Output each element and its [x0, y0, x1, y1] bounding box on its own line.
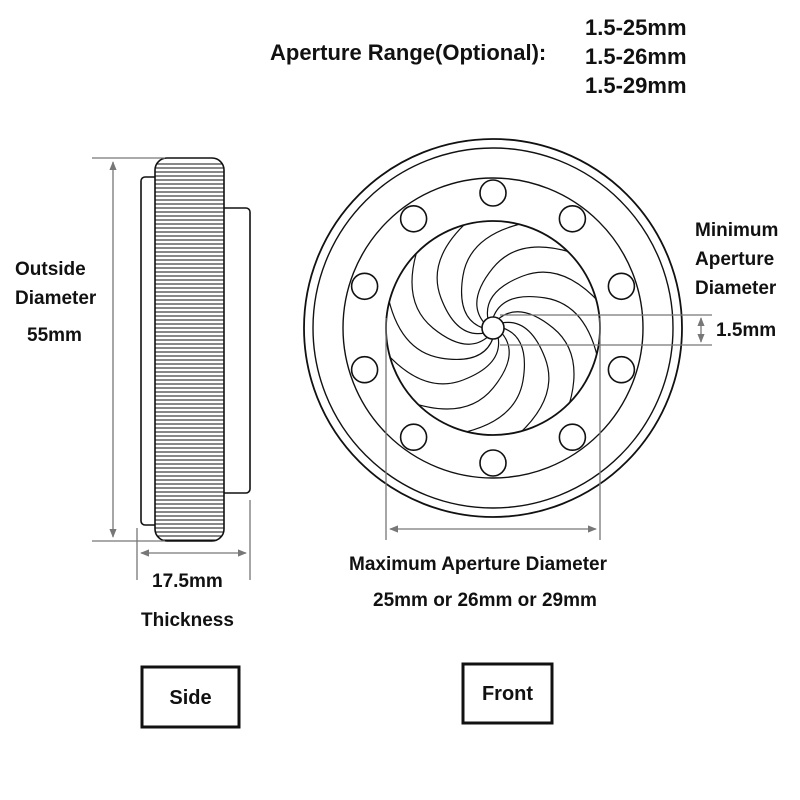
min-aperture-label-line3: Diameter: [695, 278, 777, 299]
mounting-holes: [350, 179, 636, 477]
iris-blade: [486, 271, 600, 320]
iris-blade: [492, 295, 600, 365]
mounting-hole: [558, 205, 587, 233]
thickness-dimension: [136, 500, 251, 580]
iris-blade: [386, 336, 500, 385]
aperture-range-label: Aperture Range(Optional):: [270, 40, 547, 65]
max-aperture-value: 25mm or 26mm or 29mm: [373, 590, 597, 611]
iris-blade: [436, 221, 485, 335]
iris-blade: [386, 291, 494, 361]
min-aperture-label-line2: Aperture: [695, 249, 775, 270]
max-aperture-dimension: [385, 318, 601, 540]
mounting-hole: [479, 179, 507, 207]
front-caption-box: [461, 662, 554, 725]
mounting-hole: [558, 423, 587, 452]
thickness-value: 17.5mm: [152, 571, 223, 592]
iris-blade: [456, 327, 526, 435]
side-view-drawing: [140, 157, 251, 542]
mounting-hole: [399, 423, 428, 452]
iris-blade: [460, 221, 530, 329]
knurled-ring: [154, 157, 225, 542]
aperture-opening: [481, 316, 505, 340]
aperture-range-option-1: 1.5-25mm: [585, 15, 687, 40]
side-caption: Side: [169, 687, 212, 709]
aperture-range-option-3: 1.5-29mm: [585, 73, 687, 98]
iris-blade: [408, 332, 510, 410]
max-aperture-label: Maximum Aperture Diameter: [349, 554, 607, 575]
outside-diameter-label-line2: Diameter: [15, 288, 97, 309]
thickness-label: Thickness: [141, 610, 234, 631]
iris-blades: [386, 221, 600, 435]
front-caption: Front: [481, 683, 534, 705]
mounting-hole: [350, 355, 379, 384]
iris-blade: [476, 246, 578, 324]
min-aperture-dimension: [500, 314, 712, 346]
side-caption-box: [140, 665, 241, 729]
mounting-hole: [350, 272, 379, 301]
outer-rim: [303, 138, 683, 518]
mounting-hole: [607, 355, 636, 384]
iris-blade: [497, 311, 575, 413]
iris-blade: [411, 243, 489, 345]
outside-diameter-value: 55mm: [27, 325, 82, 346]
aperture-range-option-2: 1.5-26mm: [585, 44, 687, 69]
mounting-hole: [399, 205, 428, 233]
outer-rim-inner-edge: [312, 147, 674, 509]
knurl-texture: [155, 163, 224, 541]
iris-blade: [501, 321, 550, 435]
outside-diameter-label-line1: Outside: [15, 259, 86, 280]
min-aperture-value: 1.5mm: [716, 320, 777, 341]
hole-ring: [342, 177, 644, 479]
mounting-hole: [607, 272, 636, 301]
mounting-hole: [479, 449, 507, 477]
min-aperture-label-line1: Minimum: [695, 220, 779, 241]
outside-diameter-dimension: [92, 157, 165, 542]
